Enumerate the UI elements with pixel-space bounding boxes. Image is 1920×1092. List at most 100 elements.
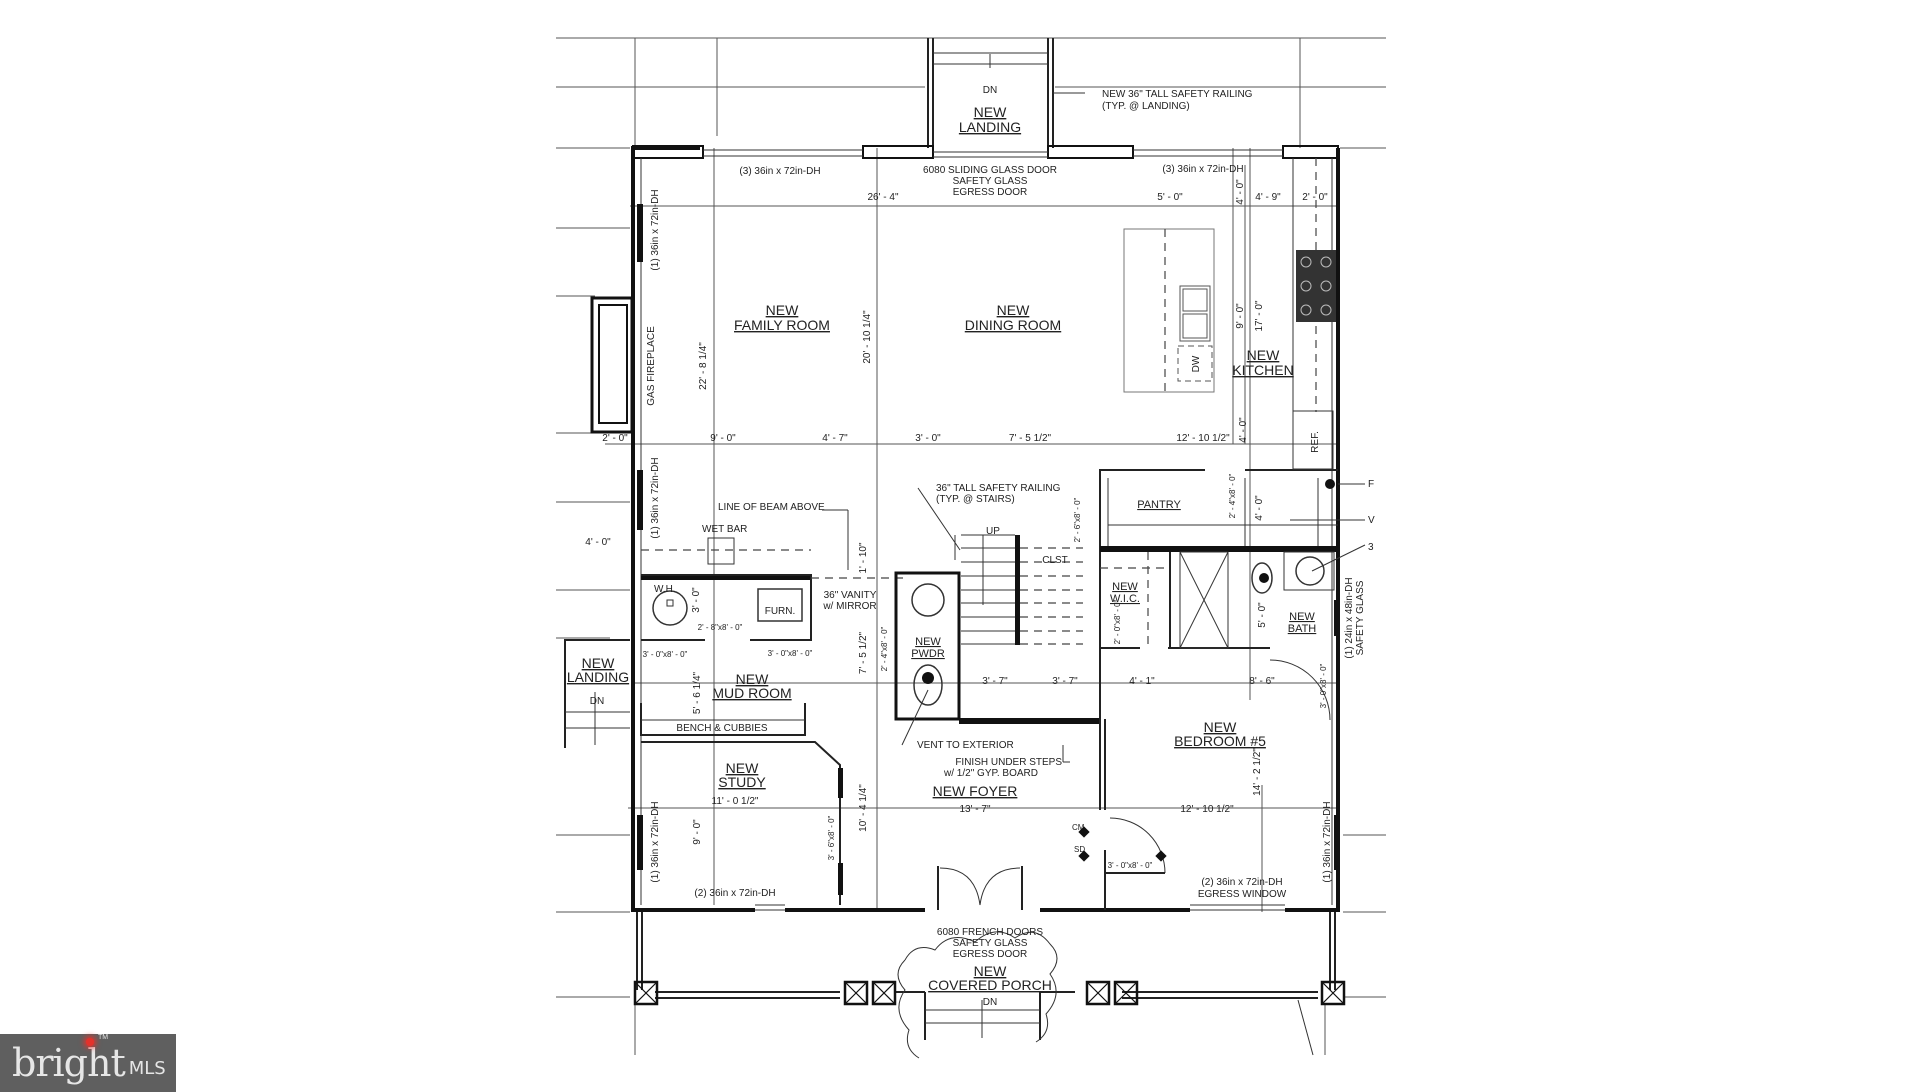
window-top-left: (3) 36in x 72in-DH [739,166,820,177]
dim: 9' - 0" [1235,303,1246,329]
dim: 7' - 5 1/2" [858,631,869,674]
logo-wordmark: bright [12,1041,126,1085]
smoke-detector-icons [1078,826,1167,862]
bright-mls-logo: bright TM MLS [0,1034,176,1092]
dim: 3' - 7" [1052,676,1078,687]
dim: 4' - 9" [1255,192,1281,203]
top-landing [927,38,1085,148]
window-right-lower: (1) 36in x 72in-DH [1322,801,1333,882]
dim: 3' - 0"x8' - 0" [643,650,688,659]
sd-label: SD [1074,845,1085,854]
dim: 20' - 10 1/4" [862,310,873,364]
dim: 12' - 10 1/2" [1176,433,1230,444]
dim: 5' - 6 1/4" [692,671,703,714]
cm-label: CM [1072,823,1085,832]
up-label: UP [986,526,1000,537]
reference-grid [556,37,1386,1055]
dim: 5' - 0" [1257,602,1268,628]
exterior-walls [590,145,1340,912]
dim: 3' - 7" [982,676,1008,687]
dn-top-label: DN [983,85,997,96]
dim: 2' - 6"x8' - 0" [1073,497,1082,542]
dim: 2' - 4"x8' - 0" [1228,473,1237,518]
beam-note: LINE OF BEAM ABOVE [718,502,825,513]
covered-porch [633,912,1346,1059]
callout-f: F [1368,479,1374,490]
dim: 5' - 0" [1157,192,1183,203]
dim: 26' - 4" [867,192,898,203]
callout-v: V [1368,515,1375,526]
bench-label: BENCH & CUBBIES [676,723,767,734]
window-study-bottom: (2) 36in x 72in-DH [694,888,775,899]
vent-note: VENT TO EXTERIOR [917,740,1014,751]
dim: 10' - 4 1/4" [858,784,869,832]
logo-mls-text: MLS [128,1057,166,1079]
dim: 3' - 0"x8' - 0" [1319,663,1328,708]
dn-side-label: DN [590,696,604,707]
dim: 3' - 0" [915,433,941,444]
dim: 8' - 6" [1249,676,1275,687]
annotations: DN NEW 36" TALL SAFETY RAILING(TYP. @ LA… [590,85,1375,1008]
stairs-railing-note: 36" TALL SAFETY RAILING(TYP. @ STAIRS) [936,483,1061,505]
dim: 2' - 0" [602,433,628,444]
interior-walls [564,158,1338,910]
dim: 14' - 2 1/2" [1252,748,1263,796]
dim: 2' - 8"x8' - 0" [698,623,743,632]
dim: 9' - 0" [710,433,736,444]
dw-label: DW [1191,355,1202,372]
dim: 2' - 0"x8' - 0" [1113,599,1122,644]
logo-spark-icon [86,1038,94,1046]
dim: 2' - 0" [1302,192,1328,203]
dim: 22' - 8 1/4" [698,342,709,390]
dim: 3' - 6"x8' - 0" [827,815,836,860]
room-foyer: NEW FOYER [933,783,1018,799]
dim: 1' - 10" [858,542,869,573]
leaders [822,483,1366,763]
dim: 17' - 0" [1254,300,1265,331]
dim: 11' - 0 1/2" [712,796,759,807]
dim: 3' - 0"x8' - 0" [768,649,813,658]
dim: 4' - 0" [585,537,611,548]
dim: 13' - 7" [959,804,990,815]
furn-label: FURN. [765,606,796,617]
dim: 4' - 7" [822,433,848,444]
dimensions: 26' - 4" 5' - 0" 4' - 0" 4' - 9" 2' - 0"… [585,179,1328,870]
gas-fireplace-label: GAS FIREPLACE [646,326,657,406]
wh-label: W.H. [654,584,676,595]
window-top-right: (3) 36in x 72in-DH [1162,164,1243,175]
callout-3: 3 [1368,542,1374,553]
dim: 4' - 0" [1238,417,1249,443]
logo-trademark: TM [98,1034,109,1041]
wet-bar-label: WET BAR [702,524,747,535]
dim: 2' - 4"x8' - 0" [880,626,889,671]
clst-label: CLST [1042,555,1068,566]
dim: 7' - 5 1/2" [1009,433,1052,444]
dim: 3' - 0"x8' - 0" [1108,861,1153,870]
room-pantry: PANTRY [1137,499,1181,511]
dim: 4' - 1" [1129,676,1155,687]
window-left-mid: (1) 36in x 72in-DH [650,457,661,538]
landing-railing-note: NEW 36" TALL SAFETY RAILING(TYP. @ LANDI… [1102,89,1253,112]
dim: 3' - 0" [691,587,702,613]
stairs [954,534,1083,645]
dim: 9' - 0" [692,819,703,845]
window-left-upper: (1) 36in x 72in-DH [650,189,661,270]
window-left-lower: (1) 36in x 72in-DH [650,801,661,882]
